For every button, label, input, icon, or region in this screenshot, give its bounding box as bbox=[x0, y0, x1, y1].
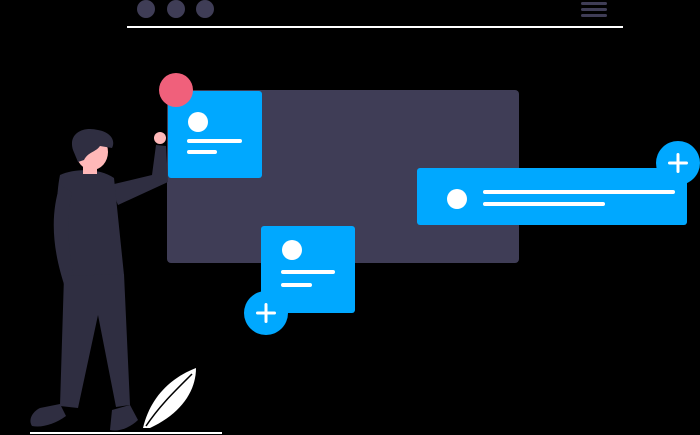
avatar-icon bbox=[282, 240, 302, 260]
window-dot-icon bbox=[167, 0, 185, 18]
card-line bbox=[187, 139, 242, 143]
card-line bbox=[281, 270, 335, 274]
card-top-left bbox=[168, 91, 262, 178]
accent-dot bbox=[159, 73, 193, 107]
leaf-icon bbox=[143, 368, 196, 428]
card-line bbox=[483, 202, 605, 206]
window-dot-icon bbox=[196, 0, 214, 18]
card-line bbox=[281, 283, 312, 287]
window-divider bbox=[127, 26, 623, 28]
avatar-icon bbox=[447, 189, 467, 209]
plus-icon bbox=[656, 141, 700, 185]
ground-line bbox=[30, 432, 222, 434]
card-line bbox=[187, 150, 217, 154]
person-figure bbox=[30, 128, 168, 431]
hair bbox=[71, 128, 114, 162]
window-controls bbox=[137, 0, 214, 18]
card-bottom bbox=[261, 226, 355, 313]
plus-icon bbox=[244, 291, 288, 335]
card-right bbox=[417, 168, 687, 225]
card-line bbox=[483, 190, 675, 194]
hamburger-menu-icon bbox=[581, 2, 607, 17]
avatar-icon bbox=[188, 112, 208, 132]
window-dot-icon bbox=[137, 0, 155, 18]
hand bbox=[154, 132, 166, 144]
